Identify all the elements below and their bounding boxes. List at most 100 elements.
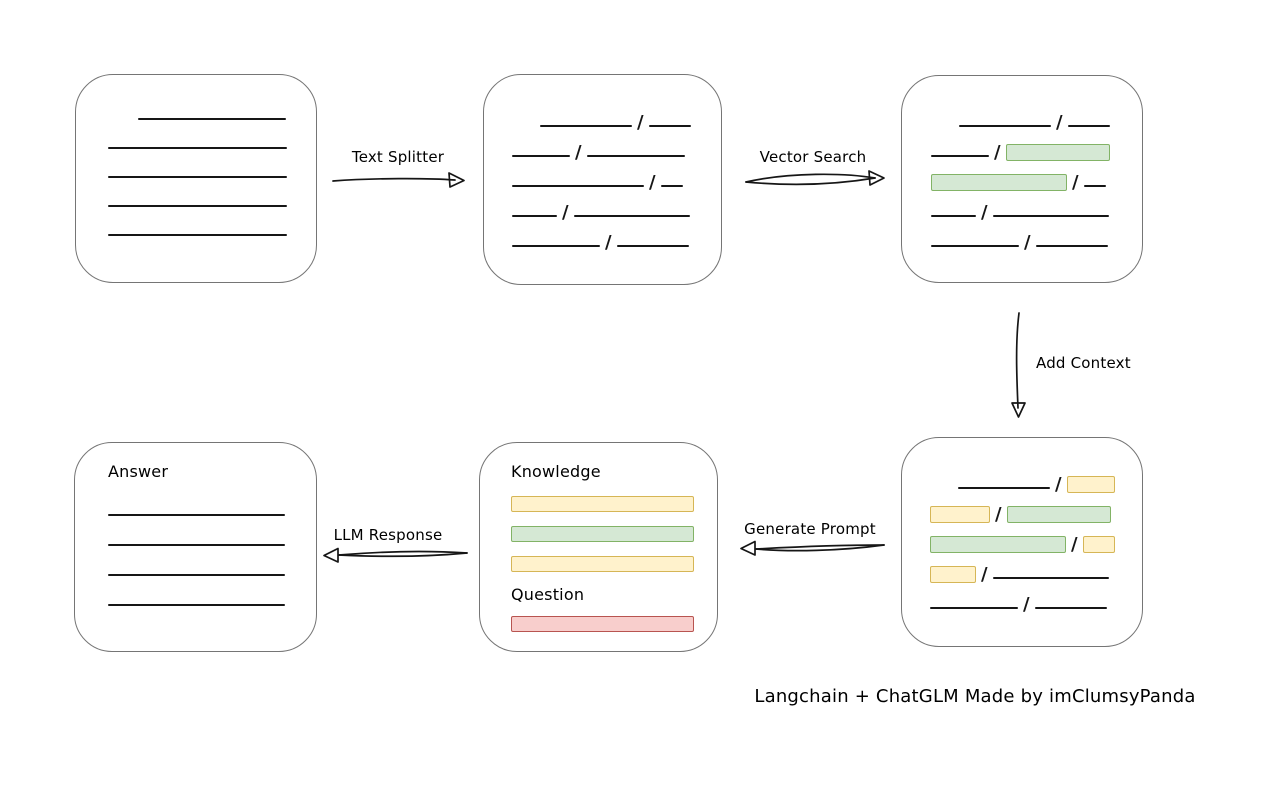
knowledge-bars: [511, 496, 694, 572]
text-row: [108, 548, 285, 578]
text-line: [108, 205, 287, 207]
knowledge-bar-green: [511, 526, 694, 542]
question-label: Question: [511, 585, 585, 604]
text-row: /: [512, 219, 692, 253]
slash-separator-icon: /: [562, 202, 569, 223]
text-line: [108, 604, 285, 606]
text-row: [108, 93, 286, 122]
llm-response-label: LLM Response: [333, 526, 443, 544]
slash-separator-icon: /: [1055, 474, 1062, 495]
slash-separator-icon: /: [994, 142, 1001, 163]
text-line: [540, 125, 632, 127]
matched-chunks-node: /////: [901, 75, 1143, 283]
slash-separator-icon: /: [605, 232, 612, 253]
text-line: [1035, 245, 1108, 247]
add-context-arrow: [1011, 312, 1026, 418]
text-row: [108, 151, 287, 180]
slash-separator-icon: /: [1023, 594, 1030, 615]
text-row: /: [931, 219, 1113, 252]
text-row: /: [930, 521, 1115, 555]
text-row: [108, 180, 287, 209]
generate-prompt-arrow: [740, 540, 885, 556]
text-line: [1067, 125, 1110, 127]
chunks-node: /////: [483, 74, 722, 285]
text-row: /: [512, 99, 692, 133]
text-row: /: [931, 159, 1113, 193]
text-line: [1083, 185, 1106, 187]
matched-chunk: [1006, 506, 1111, 523]
text-row: /: [930, 551, 1113, 585]
text-row: /: [512, 159, 692, 193]
text-line: [660, 185, 683, 187]
matched-chunk: [1005, 144, 1110, 161]
text-line: [512, 215, 557, 217]
knowledge-bar-yellow: [511, 556, 694, 572]
slash-separator-icon: /: [649, 172, 656, 193]
knowledge-bar-yellow: [511, 496, 694, 512]
slash-separator-icon: /: [637, 112, 644, 133]
text-line: [108, 176, 287, 178]
slash-separator-icon: /: [995, 504, 1002, 525]
matched-chunk: [931, 174, 1067, 191]
slash-separator-icon: /: [981, 564, 988, 585]
generate-prompt-label: Generate Prompt: [744, 520, 876, 538]
text-row: /: [930, 491, 1113, 525]
text-line: [1034, 607, 1107, 609]
document-text: [76, 75, 316, 238]
text-row: /: [931, 129, 1113, 163]
text-line: [586, 155, 685, 157]
text-splitter-label: Text Splitter: [351, 148, 445, 166]
slash-separator-icon: /: [981, 202, 988, 223]
text-row: /: [512, 129, 692, 162]
text-line: [931, 155, 989, 157]
text-line: [108, 574, 285, 576]
vector-search-label: Vector Search: [759, 148, 867, 166]
text-line: [573, 215, 690, 217]
slash-separator-icon: /: [1056, 112, 1063, 133]
text-line: [992, 577, 1109, 579]
prompt-node: Knowledge Question: [479, 442, 718, 652]
text-row: /: [930, 461, 1115, 495]
highlight-chunk: [1082, 536, 1115, 553]
text-line: [930, 607, 1018, 609]
document-node: [75, 74, 317, 283]
text-line: [931, 215, 976, 217]
slash-separator-icon: /: [1072, 172, 1079, 193]
text-line: [512, 155, 570, 157]
answer-label: Answer: [108, 462, 169, 481]
text-row: [108, 488, 285, 518]
text-line: [108, 544, 285, 546]
matched-chunks-text: /////: [902, 76, 1142, 252]
text-splitter-arrow: [332, 172, 465, 188]
text-line: [108, 147, 287, 149]
llm-response-arrow: [323, 547, 468, 563]
text-line: [138, 118, 286, 120]
text-line: [512, 185, 644, 187]
text-row: /: [931, 189, 1113, 223]
caption: Langchain + ChatGLM Made by imClumsyPand…: [754, 686, 1196, 707]
text-line: [616, 245, 689, 247]
question-bar: [511, 616, 694, 632]
matched-chunk: [930, 536, 1066, 553]
text-line: [108, 514, 285, 516]
answer-text: [108, 488, 285, 608]
text-line: [108, 234, 287, 236]
answer-node: Answer: [74, 442, 317, 652]
knowledge-label: Knowledge: [511, 462, 601, 481]
highlight-chunk: [930, 566, 976, 583]
text-row: [108, 209, 287, 238]
add-context-label: Add Context: [1036, 354, 1131, 372]
context-node: / / / / /: [901, 437, 1143, 647]
vector-search-arrow: [745, 170, 885, 186]
text-row: /: [931, 99, 1113, 133]
text-line: [959, 125, 1051, 127]
text-row: [108, 518, 285, 548]
text-row: /: [930, 581, 1113, 615]
text-row: /: [512, 189, 692, 223]
highlight-chunk: [930, 506, 990, 523]
text-line: [512, 245, 600, 247]
text-line: [648, 125, 691, 127]
text-line: [931, 245, 1019, 247]
slash-separator-icon: /: [1071, 534, 1078, 555]
